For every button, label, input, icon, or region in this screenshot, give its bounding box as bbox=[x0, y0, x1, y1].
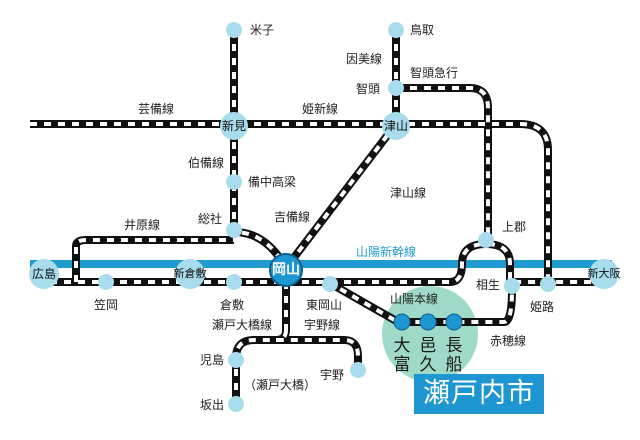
station-kamigori[interactable] bbox=[478, 232, 494, 248]
station-osafune[interactable] bbox=[445, 313, 463, 331]
station-label-higashi-okayama: 東岡山 bbox=[306, 298, 343, 312]
line-label-kibi: 吉備線 bbox=[274, 210, 311, 224]
station-label-kamigori: 上郡 bbox=[502, 220, 527, 234]
station-okayama[interactable] bbox=[269, 253, 303, 287]
station-label-tsuyama: 津山 bbox=[383, 119, 409, 133]
station-ofu[interactable] bbox=[393, 313, 411, 331]
line-label-inbi: 因美線 bbox=[346, 52, 383, 66]
station-label-soja: 総社 bbox=[198, 212, 223, 226]
station-chizu[interactable] bbox=[388, 80, 404, 96]
line-label-hakubi: 伯備線 bbox=[188, 156, 225, 170]
station-label-bitchu-takahashi: 備中高梁 bbox=[248, 175, 297, 189]
station-label-yonago: 米子 bbox=[250, 23, 275, 37]
station-label-osafune: 長船 bbox=[445, 336, 463, 375]
station-higashi-okayama[interactable] bbox=[322, 276, 338, 292]
station-label-chizu: 智頭 bbox=[356, 82, 381, 96]
line-label-ibara: 井原線 bbox=[124, 218, 161, 232]
station-label-kurashiki: 倉敷 bbox=[220, 298, 245, 312]
station-label-kasaoka: 笠岡 bbox=[94, 298, 119, 312]
station-label-shin-kurashiki: 新倉敷 bbox=[173, 267, 207, 280]
station-label-hiroshima: 広島 bbox=[31, 267, 57, 281]
line-label-seto-ohashi: 瀬戸大橋線 bbox=[212, 318, 273, 332]
station-label-sakaide: 坂出 bbox=[200, 398, 225, 412]
station-kojima[interactable] bbox=[228, 352, 244, 368]
station-kurashiki[interactable] bbox=[226, 274, 242, 290]
station-kasaoka[interactable] bbox=[98, 274, 114, 290]
station-shin-kurashiki[interactable] bbox=[175, 259, 205, 289]
line-label-sanyo-honsen: 山陽本線 bbox=[390, 292, 439, 306]
line-label-geibi: 芸備線 bbox=[138, 102, 175, 116]
station-soja[interactable] bbox=[226, 222, 242, 238]
station-aioi[interactable] bbox=[504, 278, 520, 294]
station-label-niimi: 新見 bbox=[221, 119, 247, 133]
stations bbox=[29, 22, 619, 412]
station-shin-osaka[interactable] bbox=[589, 259, 619, 289]
station-tottori[interactable] bbox=[388, 22, 404, 38]
setouchi-city-label: 瀬戸内市 bbox=[414, 374, 544, 414]
station-label-uno: 宇野 bbox=[320, 368, 345, 382]
line-label-seto-ohashi-paren: （瀬戸大橋） bbox=[244, 378, 317, 392]
station-label-shin-osaka: 新大阪 bbox=[587, 267, 621, 280]
station-label-ofu: 大富 bbox=[393, 336, 411, 375]
station-uno[interactable] bbox=[350, 362, 366, 378]
station-niimi[interactable] bbox=[220, 112, 248, 140]
station-himeji[interactable] bbox=[540, 276, 556, 292]
station-sakaide[interactable] bbox=[228, 396, 244, 412]
station-label-aioi: 相生 bbox=[476, 278, 501, 292]
station-label-himeji: 姫路 bbox=[530, 300, 555, 314]
station-tsuyama[interactable] bbox=[382, 112, 410, 140]
station-label-tottori: 鳥取 bbox=[410, 23, 435, 37]
station-label-okayama: 岡山 bbox=[272, 262, 300, 278]
line-label-ako: 赤穂線 bbox=[490, 334, 527, 348]
line-label-tsuyama: 津山線 bbox=[390, 186, 427, 200]
line-label-sanyo-shinkansen: 山陽新幹線 bbox=[356, 245, 417, 259]
line-label-uno: 宇野線 bbox=[304, 318, 341, 332]
line-label-chizu-kyuko: 智頭急行 bbox=[410, 66, 459, 80]
station-label-kojima: 児島 bbox=[200, 353, 225, 367]
line-label-kishin: 姫新線 bbox=[302, 102, 339, 116]
station-label-oku: 邑久 bbox=[419, 336, 437, 375]
setouchi-area bbox=[382, 286, 478, 382]
station-oku[interactable] bbox=[419, 313, 437, 331]
station-hiroshima[interactable] bbox=[29, 259, 59, 289]
station-yonago[interactable] bbox=[226, 22, 242, 38]
station-bitchu-takahashi[interactable] bbox=[226, 174, 242, 190]
